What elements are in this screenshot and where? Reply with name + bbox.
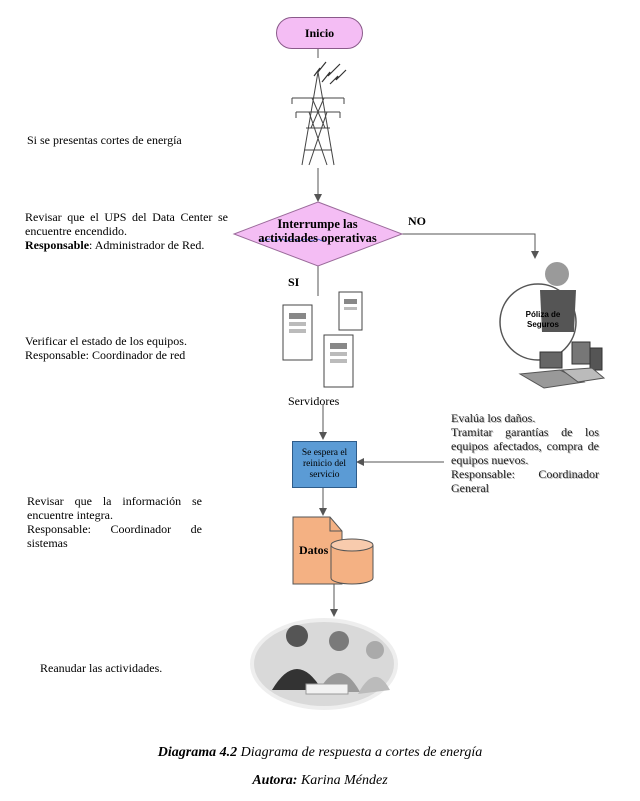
note-policy-resp: Responsable: Coordinador General [451, 467, 599, 495]
no-label: NO [408, 214, 426, 228]
note-equipment: Verificar el estado de los equipos. Resp… [25, 334, 235, 362]
note-policy: Evalúa los daños. Tramitar garantías de … [451, 411, 599, 495]
decision-diamond [232, 201, 404, 267]
note-ups-text: Revisar que el UPS del Data Center se en… [25, 210, 228, 238]
note-policy-warranty: Tramitar garantías de los equipos afecta… [451, 425, 599, 467]
servers-label: Servidores [288, 394, 340, 408]
note-ups: Revisar que el UPS del Data Center se en… [25, 210, 228, 252]
diagram-title: Diagrama de respuesta a cortes de energí… [237, 745, 483, 760]
note-resume: Reanudar las actividades. [40, 661, 163, 675]
note-information: Revisar que la información se encuentre … [27, 494, 202, 550]
author-prefix: Autora: [252, 773, 298, 788]
lightning-icon [313, 61, 347, 85]
server-icon [282, 291, 363, 388]
diagram-number: Diagrama 4.2 [157, 745, 238, 760]
wait-restart-box: Se espera el reinicio del servicio [292, 441, 357, 488]
spellcheck-underline [259, 238, 327, 242]
note-equipment-text: Verificar el estado de los equipos. [25, 334, 187, 348]
connectors [314, 47, 539, 617]
note-equipment-resp: Responsable: Coordinador de red [25, 348, 186, 362]
power-tower-icon [291, 71, 345, 166]
connector-decision-no [402, 233, 539, 259]
note-information-resp: Responsable: Coordinador de sistemas [27, 522, 202, 550]
note-information-text: Revisar que la información se encuentre … [27, 494, 202, 522]
data-storage-icon [292, 516, 374, 585]
note-ups-resp-key: Responsable [25, 238, 90, 252]
note-power-cut: Si se presentas cortes de energía [27, 133, 182, 147]
decision-label: Interrumpe las actividades operativas [258, 217, 377, 245]
meeting-photo [250, 618, 398, 710]
insurance-agent-icon [499, 262, 606, 389]
note-ups-resp-val: : Administrador de Red. [89, 238, 205, 252]
data-label: Datos [299, 543, 329, 557]
diagram-caption: Diagrama 4.2 Diagrama de respuesta a cor… [0, 745, 640, 761]
start-node: Inicio [276, 17, 363, 49]
policy-label: Póliza de Seguros [525, 310, 561, 329]
author-caption: Autora: Karina Méndez [0, 773, 640, 789]
note-policy-evaluate: Evalúa los daños. [451, 411, 536, 425]
author-name: Karina Méndez [297, 773, 388, 788]
yes-label: SI [288, 275, 300, 289]
